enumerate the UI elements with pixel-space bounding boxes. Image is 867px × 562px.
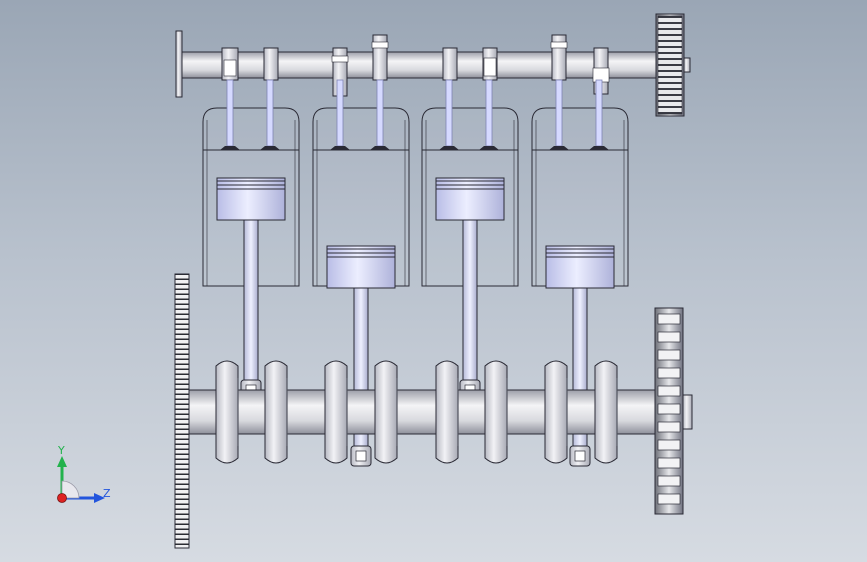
gear-tooth <box>657 457 681 469</box>
camshaft-end-flange[interactable] <box>175 30 183 98</box>
gear-tooth <box>657 331 681 343</box>
piston[interactable] <box>545 245 615 289</box>
crank-web[interactable] <box>215 360 239 464</box>
cam-lobe[interactable] <box>550 34 568 81</box>
crank-web[interactable] <box>544 360 568 464</box>
crank-web[interactable] <box>435 360 459 464</box>
cylinder[interactable] <box>531 79 629 467</box>
gear-tooth <box>657 367 681 379</box>
gear-tooth <box>657 421 681 433</box>
valve-stem[interactable] <box>555 79 563 147</box>
rod-bearing-cap <box>355 450 367 462</box>
crank-web[interactable] <box>374 360 398 464</box>
valve-stem[interactable] <box>485 79 493 147</box>
cylinder-bore-outline[interactable] <box>531 107 629 287</box>
connecting-rod[interactable] <box>462 219 478 381</box>
piston[interactable] <box>326 245 396 289</box>
cylinder-block[interactable] <box>202 79 629 467</box>
rod-bearing-cap <box>574 450 586 462</box>
cylinder[interactable] <box>421 79 519 401</box>
valve-head[interactable] <box>330 146 350 150</box>
gear-tooth <box>657 385 681 397</box>
orientation-triad: Y Z <box>57 444 111 503</box>
flywheel-ring-gear[interactable] <box>174 273 190 549</box>
valve-head[interactable] <box>439 146 459 150</box>
cylinder[interactable] <box>312 79 410 467</box>
valve-head[interactable] <box>370 146 390 150</box>
cam-lobe[interactable] <box>482 47 498 81</box>
crank-web[interactable] <box>594 360 618 464</box>
valve-stem[interactable] <box>226 79 234 147</box>
piston[interactable] <box>216 177 286 221</box>
camshaft-gear[interactable] <box>655 13 691 117</box>
crankshaft-timing-gear[interactable] <box>654 307 693 515</box>
gear-tooth <box>657 313 681 325</box>
piston[interactable] <box>435 177 505 221</box>
cam-lobe[interactable] <box>371 34 389 81</box>
triad-quadrant <box>61 480 80 499</box>
valve-stem[interactable] <box>266 79 274 147</box>
cam-lobe[interactable] <box>221 47 239 81</box>
triad-origin <box>57 493 67 503</box>
gear-tooth <box>657 439 681 451</box>
camshaft[interactable] <box>175 13 691 117</box>
gear-tooth <box>657 403 681 415</box>
valve-head[interactable] <box>549 146 569 150</box>
valve-stem[interactable] <box>376 79 384 147</box>
cam-lobe[interactable] <box>442 47 458 81</box>
cylinder-bore-outline[interactable] <box>312 107 410 287</box>
gear-tooth <box>657 493 681 505</box>
valve-head[interactable] <box>479 146 499 150</box>
crank-web[interactable] <box>484 360 508 464</box>
connecting-rod[interactable] <box>243 219 259 381</box>
y-axis-label: Y <box>57 444 65 457</box>
camshaft-nut[interactable] <box>683 57 691 73</box>
cylinder[interactable] <box>202 79 300 401</box>
valve-head[interactable] <box>220 146 240 150</box>
z-axis-label: Z <box>103 487 111 500</box>
valve-head[interactable] <box>260 146 280 150</box>
valve-stem[interactable] <box>595 79 603 147</box>
valve-head[interactable] <box>589 146 609 150</box>
valve-stem[interactable] <box>336 79 344 147</box>
valve-stem[interactable] <box>445 79 453 147</box>
crankshaft-main-journal[interactable] <box>187 389 659 435</box>
crankshaft-nut[interactable] <box>682 394 693 430</box>
z-axis-arrowhead <box>94 493 105 503</box>
y-axis-arrowhead <box>57 456 67 467</box>
crank-web[interactable] <box>264 360 288 464</box>
gear-tooth <box>657 475 681 487</box>
gear-tooth <box>657 349 681 361</box>
crank-web[interactable] <box>324 360 348 464</box>
camshaft-shaft[interactable] <box>181 51 659 79</box>
crankshaft[interactable] <box>174 273 693 549</box>
cam-lobe[interactable] <box>263 47 279 81</box>
